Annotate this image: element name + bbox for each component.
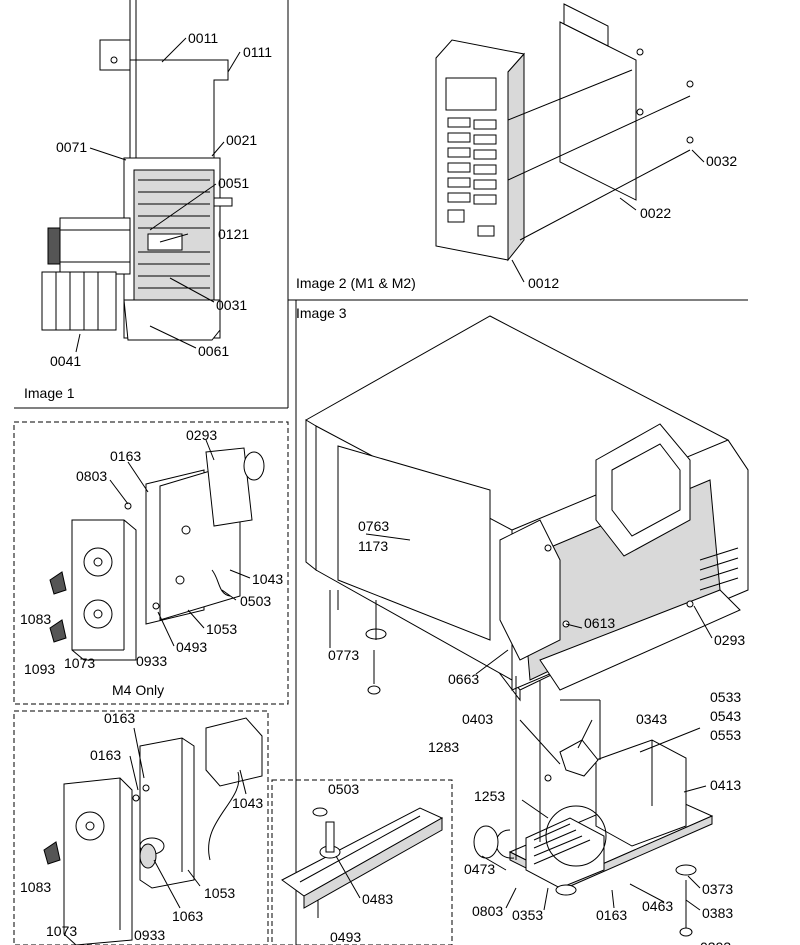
- part-label: 0483: [362, 891, 393, 907]
- part-label: 1043: [252, 571, 283, 587]
- part-label: 1043: [232, 795, 263, 811]
- image3-caption: Image 3: [296, 305, 347, 321]
- part-label: 0373: [702, 881, 733, 897]
- part-label: 0343: [636, 711, 667, 727]
- part-label: 0071: [56, 139, 87, 155]
- part-label: 0393: [700, 939, 731, 945]
- part-label: 0403: [462, 711, 493, 727]
- part-label: 0353: [512, 907, 543, 923]
- part-label: 0463: [642, 898, 673, 914]
- part-label: 0041: [50, 353, 81, 369]
- part-label: 1063: [172, 908, 203, 924]
- bottom-middle-panel: [271, 779, 453, 945]
- part-label: 0803: [472, 903, 503, 919]
- part-label: 0763: [358, 518, 389, 534]
- cabinet-vents: [699, 547, 739, 591]
- bottom-middle-bracket: [281, 807, 444, 918]
- part-label: 0493: [330, 929, 361, 945]
- part-label: 0503: [328, 781, 359, 797]
- part-label: 1083: [20, 879, 51, 895]
- part-label: 0543: [710, 708, 741, 724]
- part-label: 0933: [136, 653, 167, 669]
- part-label: 0011: [188, 30, 218, 46]
- image1-fan-assembly: [41, 0, 241, 353]
- part-label: 1083: [20, 611, 51, 627]
- part-label: 0293: [186, 427, 217, 443]
- part-label: 0022: [640, 205, 671, 221]
- part-label: 0803: [76, 468, 107, 484]
- keypad-buttons: [447, 117, 497, 237]
- part-label: 0111: [243, 44, 272, 60]
- part-label: 0051: [218, 175, 249, 191]
- image2-control-panel: [435, 3, 705, 283]
- part-label: 0163: [90, 747, 121, 763]
- part-label: 0933: [134, 927, 165, 943]
- part-label: 0613: [584, 615, 615, 631]
- image1-caption: Image 1: [24, 385, 75, 401]
- image3-cabinet: [305, 315, 749, 937]
- part-label: 0503: [240, 593, 271, 609]
- part-label: 0012: [528, 275, 559, 291]
- part-label: 0163: [110, 448, 141, 464]
- part-label: 0061: [198, 343, 229, 359]
- part-label: 0413: [710, 777, 741, 793]
- part-label: 0663: [448, 671, 479, 687]
- m4-only-caption: M4 Only: [112, 682, 164, 698]
- part-label: 0121: [218, 226, 249, 242]
- part-label: 0163: [104, 710, 135, 726]
- part-label: 1053: [204, 885, 235, 901]
- m4-timer-assembly: [49, 439, 265, 661]
- bottom-left-panel: [13, 710, 269, 945]
- part-label: 0473: [464, 861, 495, 877]
- part-label: 1093: [24, 661, 55, 677]
- part-label: 0032: [706, 153, 737, 169]
- part-label: 1073: [46, 923, 77, 939]
- part-label: 1283: [428, 739, 459, 755]
- part-label: 1253: [474, 788, 505, 804]
- m4-only-panel: [13, 421, 289, 705]
- part-label: 1173: [358, 538, 388, 554]
- part-label: 0383: [702, 905, 733, 921]
- part-label: 0553: [710, 727, 741, 743]
- image2-caption: Image 2 (M1 & M2): [296, 275, 416, 291]
- part-label: 0773: [328, 647, 359, 663]
- panel-borders: [13, 0, 748, 945]
- part-label: 0493: [176, 639, 207, 655]
- part-label: 1053: [206, 621, 237, 637]
- bottom-left-timer-assembly: [43, 717, 263, 945]
- part-label: 1073: [64, 655, 95, 671]
- part-label: 0533: [710, 689, 741, 705]
- part-label: 0163: [596, 907, 627, 923]
- part-label: 0293: [714, 632, 745, 648]
- part-label: 0031: [216, 297, 247, 313]
- part-label: 0021: [226, 132, 257, 148]
